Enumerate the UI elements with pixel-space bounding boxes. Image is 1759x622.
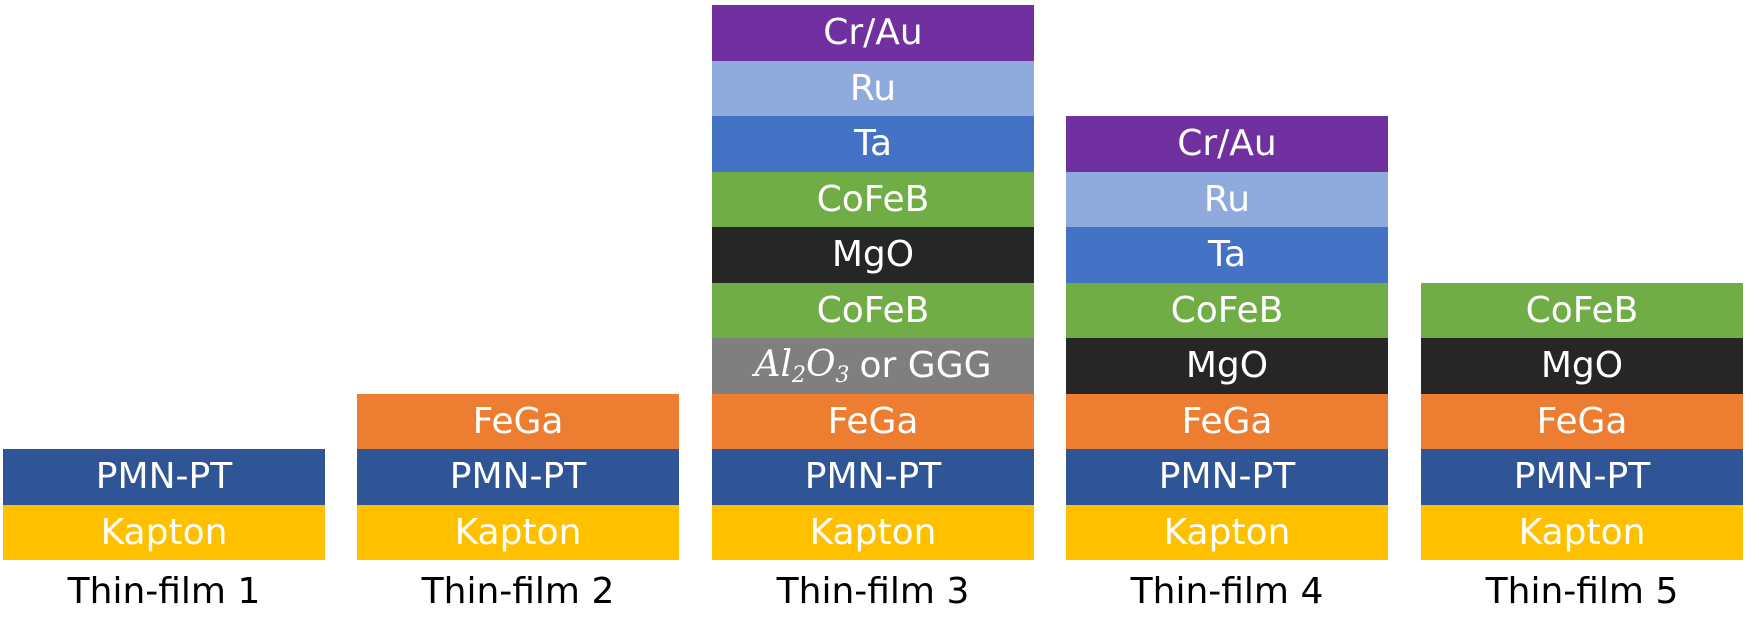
stack-thin-film-4: Cr/Au Ru Ta CoFeB MgO FeGa PMN-PT Kapton…	[1066, 0, 1388, 622]
layer-cofeb-bottom: CoFeB	[712, 282, 1034, 338]
stack-label: Thin-film 4	[1130, 570, 1324, 612]
layer-ru: Ru	[1066, 171, 1388, 227]
layer-mgo: MgO	[1066, 338, 1388, 394]
layer-stack: PMN-PT Kapton	[3, 449, 325, 560]
layer-mgo: MgO	[712, 227, 1034, 283]
stack-label: Thin-film 1	[67, 570, 261, 612]
layer-ta: Ta	[1066, 227, 1388, 283]
layer-pmn-pt: PMN-PT	[1421, 449, 1743, 505]
layer-mgo: MgO	[1421, 338, 1743, 394]
layer-ta: Ta	[712, 116, 1034, 172]
stack-label: Thin-film 5	[1485, 570, 1679, 612]
layer-cofeb: CoFeB	[1066, 282, 1388, 338]
layer-fega: FeGa	[357, 393, 679, 449]
layer-kapton: Kapton	[712, 504, 1034, 560]
layer-kapton: Kapton	[1066, 504, 1388, 560]
layer-cr-au: Cr/Au	[1066, 116, 1388, 172]
stack-label: Thin-film 3	[776, 570, 970, 612]
layer-fega: FeGa	[1066, 393, 1388, 449]
layer-stack: Cr/Au Ru Ta CoFeB MgO FeGa PMN-PT Kapton	[1066, 116, 1388, 560]
layer-pmn-pt: PMN-PT	[3, 449, 325, 505]
layer-ru: Ru	[712, 60, 1034, 116]
al2o3-formula: Al2O3	[754, 343, 850, 388]
stack-thin-film-2: FeGa PMN-PT Kapton Thin-film 2	[357, 0, 679, 622]
layer-cofeb: CoFeB	[1421, 282, 1743, 338]
layer-al2o3-or-ggg-text: or GGG	[859, 345, 992, 387]
layer-pmn-pt: PMN-PT	[1066, 449, 1388, 505]
stack-thin-film-1: PMN-PT Kapton Thin-film 1	[3, 0, 325, 622]
layer-kapton: Kapton	[1421, 504, 1743, 560]
layer-pmn-pt: PMN-PT	[712, 449, 1034, 505]
layer-kapton: Kapton	[357, 504, 679, 560]
layer-pmn-pt: PMN-PT	[357, 449, 679, 505]
layer-stack: FeGa PMN-PT Kapton	[357, 393, 679, 560]
layer-kapton: Kapton	[3, 504, 325, 560]
stack-thin-film-5: CoFeB MgO FeGa PMN-PT Kapton Thin-film 5	[1421, 0, 1743, 622]
layer-stack: CoFeB MgO FeGa PMN-PT Kapton	[1421, 282, 1743, 560]
layer-fega: FeGa	[712, 393, 1034, 449]
layer-cr-au: Cr/Au	[712, 5, 1034, 61]
layer-fega: FeGa	[1421, 393, 1743, 449]
layer-cofeb-top: CoFeB	[712, 171, 1034, 227]
stack-label: Thin-film 2	[421, 570, 615, 612]
